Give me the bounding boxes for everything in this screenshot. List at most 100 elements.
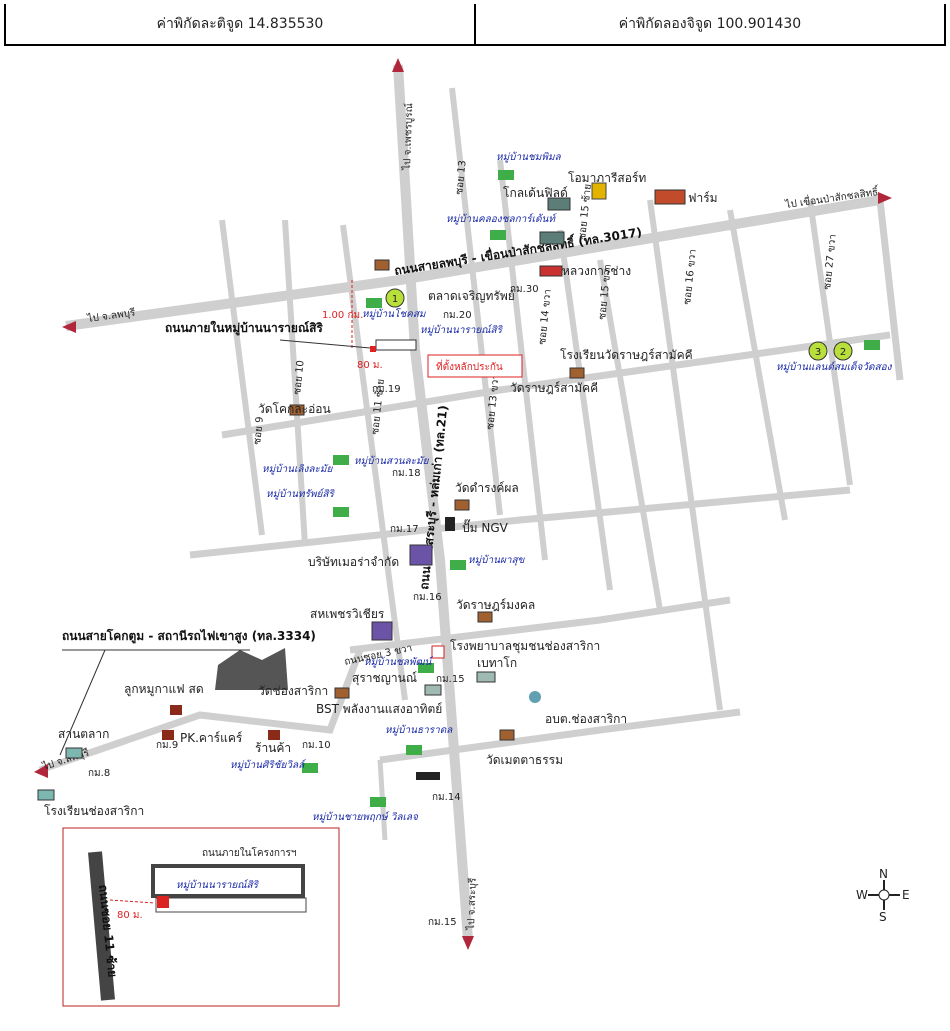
temple-icon xyxy=(289,404,305,416)
label-school: โรงเรียนช่องสาริกา xyxy=(44,804,144,818)
label-pump-ngv: ปั๊ม NGV xyxy=(462,519,509,535)
inset-map: ถนนภายในโครงการฯ หมู่บ้านนารายณ์สิริ ถนน… xyxy=(62,827,340,1007)
soi-14-label: ซอย 14 ขวา xyxy=(537,289,554,346)
coordinate-header: ค่าพิกัดละติจูด 14.835530 ค่าพิกัดลองจิจ… xyxy=(4,4,946,46)
label-school-wat: โรงเรียนวัดราษฎร์สามัคคี xyxy=(560,348,693,362)
factory-icon xyxy=(539,231,565,245)
longitude-label: ค่าพิกัดลองจิจูด 100.901430 xyxy=(474,4,944,44)
shop-icon xyxy=(268,730,280,740)
village-icon xyxy=(490,230,506,240)
road-network xyxy=(38,64,904,941)
arrow-south xyxy=(462,936,474,950)
road-bottom-east xyxy=(379,708,741,764)
label-village-sukcharoen: หมู่บ้านโชคสม xyxy=(362,308,427,320)
village-row-icon xyxy=(375,339,417,351)
cafe-icon xyxy=(170,705,182,715)
marker-3-label: 3 xyxy=(815,347,821,358)
label-km15-bottom: กม.15 xyxy=(428,917,457,928)
label-phe-hako: เบทาโก xyxy=(477,656,517,670)
target-box xyxy=(427,354,523,378)
label-saha-phet: สหเพชรวิเชียร xyxy=(310,607,385,621)
distance-1km: 1.00 กม. xyxy=(322,310,363,321)
arrow-west xyxy=(62,321,76,333)
target-label: ที่ตั้งหลักประกัน xyxy=(436,359,503,373)
distance-80m: 80 ม. xyxy=(357,360,383,371)
compass-n: N xyxy=(879,867,888,881)
marker-1 xyxy=(385,288,405,308)
label-company: บริษัทเมอร่าจำกัด xyxy=(308,555,399,569)
village-icon xyxy=(864,340,880,350)
village-icon xyxy=(302,763,318,773)
label-village-naksat: หมู่บ้านคลองชลการ์เด้นท์ xyxy=(446,213,557,225)
label-san-lak: สานตลาก xyxy=(58,727,109,741)
inset-village-label: หมู่บ้านนารายณ์สิริ xyxy=(176,879,260,891)
inset-village-road xyxy=(151,864,305,898)
hospital-icon xyxy=(431,645,445,659)
label-ran-kha: ร้านค้า xyxy=(255,741,291,755)
arrow-east xyxy=(878,192,892,204)
compass-e: E xyxy=(902,888,910,902)
marker-2-label: 2 xyxy=(840,347,846,358)
label-village-chonpattana: หมู่บ้านชลพัฒน์ xyxy=(364,656,433,668)
label-cafe: ลูกหมูกาแฟ สด xyxy=(124,682,204,697)
mountain-icon xyxy=(215,648,288,690)
village-icon xyxy=(498,170,514,180)
marker-1-label: 1 xyxy=(392,294,398,305)
road-horizontal-2 xyxy=(221,331,891,439)
temple-icon xyxy=(374,259,390,271)
road-horizontal-4 xyxy=(349,596,731,654)
compass-w: W xyxy=(856,888,868,902)
gas-pump-icon xyxy=(445,517,455,531)
label-village-suan: หมู่บ้านสวนละมัย xyxy=(354,455,430,467)
village-icon xyxy=(366,298,382,308)
label-farm: ฟาร์ม xyxy=(688,191,718,205)
road-right-edge xyxy=(876,199,904,381)
soi-27-label: ซอย 27 ขวา xyxy=(822,234,839,291)
label-village-chaiyaphruek: หมู่บ้านชายพฤกษ์ วิลเลจ xyxy=(312,811,419,823)
label-village-pasuk: หมู่บ้านผาสุข xyxy=(468,554,526,566)
label-village-naraisiri: หมู่บ้านนารายณ์สิริ xyxy=(420,324,504,336)
marker-3 xyxy=(808,341,828,361)
village-icon xyxy=(333,507,349,517)
road-village-label: ถนนภายในหมู่บ้านนารายณ์สิริ xyxy=(165,320,323,336)
label-wat-rat: วัดราษฎร์สามัคคี xyxy=(510,381,598,395)
label-luang-kan-chang: หลวงการช่าง xyxy=(562,264,631,278)
water-tower-icon xyxy=(529,691,541,703)
label-km14: กม.14 xyxy=(432,792,461,803)
label-km19: กม.19 xyxy=(372,384,401,395)
label-km18: กม.18 xyxy=(392,468,421,479)
village-icon xyxy=(333,455,349,465)
label-obt: อบต.ช่องสาริกา xyxy=(545,712,627,726)
road-khok-label: ถนนสายโคกตูม - สถานีรถไฟเขาสูง (ทล.3334) xyxy=(62,628,316,644)
factory-icon xyxy=(424,684,442,696)
factory-icon xyxy=(547,197,571,211)
building-icon xyxy=(65,747,83,759)
car-icon xyxy=(539,265,563,277)
label-km17: กม.17 xyxy=(390,524,419,535)
label-bst: BST พลังงานแสงอาทิตย์ xyxy=(316,702,442,716)
label-km8: กม.8 xyxy=(88,768,110,779)
village-icon xyxy=(450,560,466,570)
solar-panel-icon xyxy=(416,772,440,780)
direction-phetchabun: ไป จ.เพชรบูรณ์ xyxy=(401,103,415,171)
label-village-sapsiri: หมู่บ้านทรัพย์สิริ xyxy=(266,488,336,500)
hotel-icon xyxy=(591,182,607,200)
soi-10-label: ซอย 10 xyxy=(292,360,307,396)
soi-15-left-label: ซอย 15 ซ้าย xyxy=(576,183,594,240)
label-km9: กม.9 xyxy=(156,740,178,751)
temple-icon xyxy=(334,687,350,699)
label-village-right: หมู่บ้านแลนด์สมเด็จวัดสอง xyxy=(776,360,893,373)
label-km15: กม.15 xyxy=(436,674,465,685)
label-km10: กม.10 xyxy=(302,740,331,751)
building-icon xyxy=(371,621,393,641)
label-km20: กม.20 xyxy=(443,310,472,321)
village-icon xyxy=(406,745,422,755)
school-icon xyxy=(569,367,585,379)
label-wat-damrong: วัดดำรงค์ผล xyxy=(455,481,519,495)
marker-2 xyxy=(833,341,853,361)
village-icon xyxy=(370,797,386,807)
temple-icon xyxy=(454,499,470,511)
arrow-north xyxy=(392,58,404,72)
label-obam: โอมาภารีสอร์ท xyxy=(568,171,646,185)
